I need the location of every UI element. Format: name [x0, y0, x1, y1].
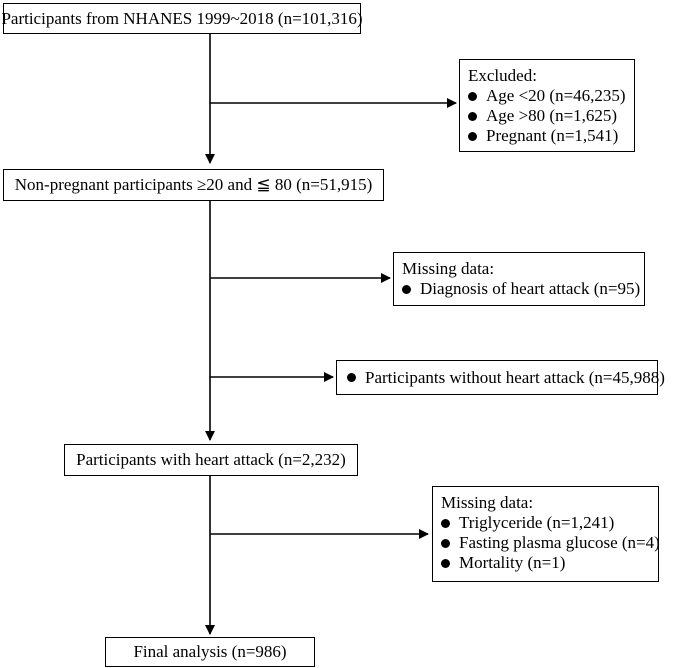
exclusion-4-item: Triglyceride (n=1,241): [459, 513, 615, 532]
exclusion-4-item: Fasting plasma glucose (n=4): [459, 533, 660, 552]
bullet-icon: [402, 284, 411, 294]
exclusion-2-item: Diagnosis of heart attack (n=95): [420, 279, 641, 298]
step-2-box: Non-pregnant participants ≥20 and ≦ 80 (…: [3, 169, 384, 201]
exclusion-2-list: Diagnosis of heart attack (n=95): [402, 279, 640, 299]
exclusion-4-item: Mortality (n=1): [459, 553, 566, 572]
exclusion-1-box: Excluded: Age <20 (n=46,235) Age >80 (n=…: [459, 59, 635, 152]
bullet-icon: [468, 131, 477, 141]
list-item: Diagnosis of heart attack (n=95): [402, 279, 640, 299]
step-1-box: Participants from NHANES 1999~2018 (n=10…: [1, 3, 363, 34]
step-4-box: Final analysis (n=986): [105, 637, 315, 667]
bullet-icon: [441, 518, 450, 528]
exclusion-1-heading: Excluded:: [468, 66, 537, 85]
exclusion-2-box: Missing data: Diagnosis of heart attack …: [393, 252, 645, 306]
bullet-icon: [468, 111, 477, 121]
list-item: Mortality (n=1): [441, 553, 650, 573]
step-3-box: Participants with heart attack (n=2,232): [64, 444, 358, 476]
exclusion-4-box: Missing data: Triglyceride (n=1,241) Fas…: [432, 486, 660, 582]
step-1-label: Participants from NHANES 1999~2018 (n=10…: [1, 8, 363, 28]
exclusion-2-heading: Missing data:: [402, 259, 495, 278]
step-2-label: Non-pregnant participants ≥20 and ≦ 80 (…: [14, 175, 373, 194]
exclusion-1-item: Pregnant (n=1,541): [486, 126, 619, 145]
bullet-icon: [441, 538, 450, 548]
exclusion-1-item: Age <20 (n=46,235): [486, 86, 626, 105]
list-item: Triglyceride (n=1,241): [441, 513, 650, 533]
exclusion-4-heading: Missing data:: [441, 493, 534, 512]
list-item: Age >80 (n=1,625): [468, 106, 626, 126]
step-3-label: Participants with heart attack (n=2,232): [76, 450, 346, 469]
list-item: Participants without heart attack (n=45,…: [337, 361, 665, 394]
exclusion-4-list: Triglyceride (n=1,241) Fasting plasma gl…: [441, 513, 660, 573]
bullet-icon: [468, 91, 477, 101]
exclusion-3-item: Participants without heart attack (n=45,…: [365, 367, 665, 387]
exclusion-1-list: Age <20 (n=46,235) Age >80 (n=1,625) Pre…: [468, 86, 626, 146]
exclusion-1-item: Age >80 (n=1,625): [486, 106, 618, 125]
exclusion-3-box: Participants without heart attack (n=45,…: [336, 360, 665, 395]
step-4-label: Final analysis (n=986): [133, 642, 287, 661]
bullet-icon: [347, 373, 356, 382]
bullet-icon: [441, 558, 450, 568]
list-item: Age <20 (n=46,235): [468, 86, 626, 106]
list-item: Fasting plasma glucose (n=4): [441, 533, 660, 553]
list-item: Pregnant (n=1,541): [468, 126, 626, 146]
